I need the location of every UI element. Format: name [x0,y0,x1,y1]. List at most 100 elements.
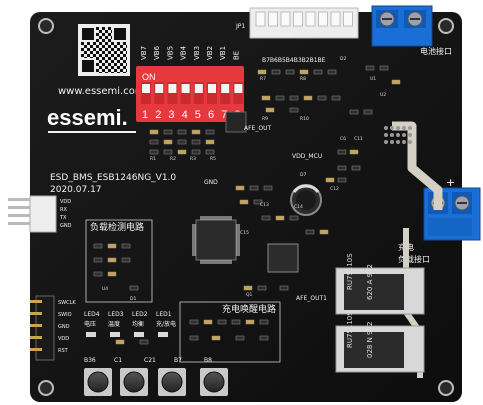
mosfet-2-line1: RU75110S [346,311,354,348]
led [158,332,168,337]
smd-part [349,149,359,155]
smd-part [235,185,245,191]
dip-knob[interactable] [142,84,150,93]
smd-part [259,335,269,341]
left-pin-label: TX [59,215,67,221]
designator: C13 [260,202,269,208]
led-desc: 均衡 [132,320,144,328]
via [408,126,412,130]
designator: D7 [300,172,306,178]
smd-part [177,149,187,155]
smd-part [235,335,245,341]
smd-part [203,319,213,325]
vb-label: VB7 [140,46,148,60]
battery-port-label: 电池接口 [420,46,452,56]
via [384,126,388,130]
smd-part [191,149,201,155]
battery-terminal [371,5,433,47]
led-desc: 充/放电 [156,320,176,328]
smd-part [139,339,149,345]
button-cap[interactable] [203,371,225,393]
smd-part [177,139,187,145]
bottom-pin-label: VDD [58,336,69,342]
dip-number: 4 [182,109,188,121]
mosfet-1-line2: 620 A 932 [366,264,374,300]
dip-knob[interactable] [234,84,243,93]
smd-part [257,285,267,291]
mounting-holes [38,18,454,396]
jp1-slot [268,11,278,27]
mcu-chip [192,216,240,264]
dip-knob[interactable] [194,84,203,93]
dip-knob[interactable] [208,84,216,93]
smd-part [313,69,323,75]
mosfet-1: RU75110S 620 A 932 [335,253,425,315]
led-desc: 电压 [84,320,96,328]
button-cap[interactable] [161,371,183,393]
smd-part [231,319,241,325]
via [396,133,400,137]
board-model: ESD_BMS_ESB1246NG_V1.0 [50,173,176,183]
smd-part [337,177,347,183]
dip-number: 5 [195,109,201,121]
designator: C14 [294,204,303,210]
afe-out-label: AFE_OUT [244,125,271,132]
via [396,126,400,130]
push-buttons[interactable] [84,368,228,396]
smd-part [391,79,401,85]
smd-part [149,129,159,135]
dip-knob[interactable] [155,84,164,93]
via [402,126,406,130]
jp1-label: JP1 [235,23,245,30]
led-label: LED2 [132,311,148,318]
designator: R1 [150,156,156,162]
smd-part [285,69,295,75]
led [134,332,144,337]
smd-part [265,107,275,113]
smd-part [107,257,117,263]
smd-part [189,335,199,341]
smd-part [205,129,215,135]
smd-part [337,149,347,155]
jp1-slot [330,11,341,27]
capacitor [290,184,322,216]
led-label: LED4 [84,311,100,318]
smd-part [261,215,271,221]
designator: U4 [102,286,108,292]
dip-knob[interactable] [221,84,230,93]
smd-part [239,199,249,205]
button-cap[interactable] [87,371,109,393]
afe-out1-label: AFE_OUT1 [296,295,327,302]
brand-url: www.essemi.com [58,86,145,97]
smd-part [149,149,159,155]
via [390,140,394,144]
smd-part [275,215,285,221]
smd-part [149,139,159,145]
smd-part [331,95,341,101]
dip-knob[interactable] [181,84,190,93]
dip-knob[interactable] [168,84,177,93]
smd-part [327,69,337,75]
via [390,133,394,137]
smd-part [121,257,131,263]
smd-part [379,65,389,71]
smd-part [325,177,335,183]
button-cap[interactable] [123,371,145,393]
dip-switch[interactable]: ON 12345678 [136,66,244,122]
led [86,332,96,337]
smd-part [263,185,273,191]
button-label: B7 [174,357,182,364]
afe-ic [267,243,299,273]
smd-part [93,257,103,263]
brand-logo: essemi. [47,105,128,130]
smd-part [205,139,215,145]
via [384,140,388,144]
left-pin-label: GND [60,223,72,229]
dip-number: 2 [155,109,161,121]
jp1-slot [318,11,328,27]
dip-number: 1 [142,109,148,121]
